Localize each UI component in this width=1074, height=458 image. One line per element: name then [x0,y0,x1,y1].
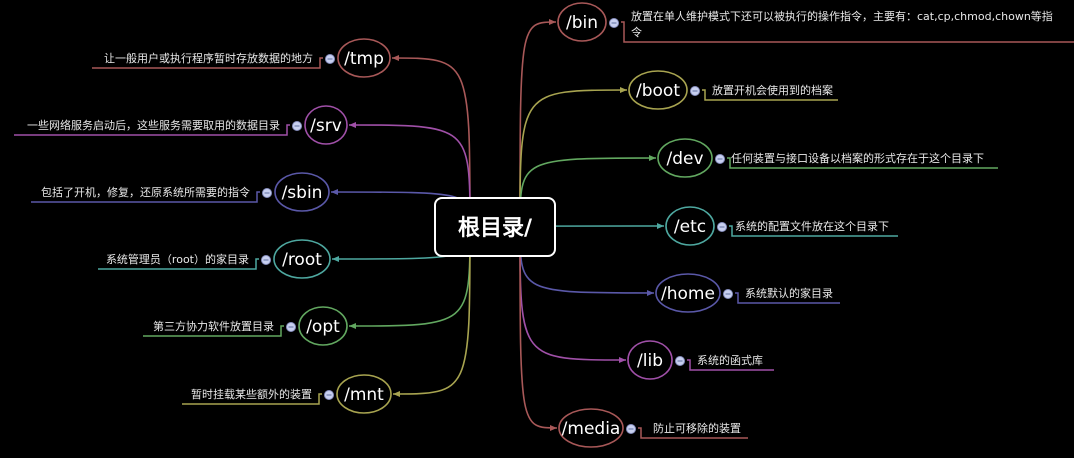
topic-node[interactable] [628,70,688,110]
branch-opt-left[interactable]: /opt 第三方协力软件放置目录 [143,306,348,346]
branch-media-right[interactable]: /media 防止可移除的装置 [558,408,748,448]
topic-node[interactable] [557,2,607,42]
arrow-head-icon [331,189,338,195]
topic-node[interactable] [558,408,624,448]
branch-mnt-left[interactable]: /mnt 暂时挂载某些额外的装置 [182,374,392,414]
branch-lib-right[interactable]: /lib 系统的函式库 [627,340,774,380]
topic-node[interactable] [337,38,391,78]
branch-connector [392,226,471,395]
description-underline [702,89,838,101]
branch-srv-left[interactable]: /srv 一些网络服务启动后，这些服务需要取用的数据目录 [14,105,348,145]
branch-etc-right[interactable]: /etc 系统的配置文件放在这个目录下 [665,206,898,246]
branch-root-left[interactable]: /root 系统管理员（root）的家目录 [98,239,331,279]
central-topic[interactable]: 根目录/ [434,197,556,257]
arrow-head-icon [657,223,664,229]
description-underline [92,57,323,69]
description-text: 任何装置与接口设备以档案的形式存在于这个目录下 [731,151,984,165]
description-text: 包括了开机，修复，还原系统所需要的指令 [41,185,250,199]
topic-label: /srv [310,116,342,136]
description-text: 放置开机会使用到的档案 [712,83,833,97]
description-underline [727,157,998,169]
branch-boot-right[interactable]: /boot 放置开机会使用到的档案 [628,70,838,110]
description-text: 防止可移除的装置 [653,421,741,435]
branch-home-right[interactable]: /home 系统默认的家目录 [655,273,840,313]
branch-connector [519,226,558,429]
branch-connector [519,21,557,228]
description-underline [182,393,322,405]
topic-label: /mnt [344,385,384,405]
arrow-head-icon [393,391,400,397]
description-underline [638,427,748,439]
topic-label: /dev [666,149,703,169]
topic-node[interactable] [273,239,331,279]
branch-nodes: /bin 放置在单人维护模式下还可以被执行的操作指令，主要有：cat,cp,chm… [14,2,1074,448]
description-underline [729,225,898,237]
branch-connector [519,89,628,228]
topic-node[interactable] [655,273,721,313]
topic-label: /home [661,284,715,304]
branch-connector [348,124,471,228]
description-underline [621,21,1074,43]
topic-label: /boot [636,81,680,101]
branch-tmp-left[interactable]: /tmp 让一般用户或执行程序暂时存放数据的地方 [92,38,391,78]
description-text: 令 [631,25,642,39]
arrow-head-icon [550,425,557,431]
arrow-head-icon [649,155,656,161]
description-underline [687,359,774,371]
arrow-head-icon [332,256,339,262]
topic-label: /opt [306,317,340,337]
branch-dev-right[interactable]: /dev 任何装置与接口设备以档案的形式存在于这个目录下 [657,138,998,178]
description-underline [14,124,290,136]
topic-node[interactable] [657,138,713,178]
topic-label: /bin [566,13,598,33]
topic-node[interactable] [665,206,715,246]
central-topic-label: 根目录/ [458,216,533,241]
description-text: 让一般用户或执行程序暂时存放数据的地方 [104,51,313,65]
topic-label: /root [282,250,322,270]
topic-node[interactable] [274,172,330,212]
description-text: 放置在单人维护模式下还可以被执行的操作指令，主要有：cat,cp,chmod,c… [631,9,1053,23]
description-underline [98,258,259,270]
description-text: 系统默认的家目录 [745,286,833,300]
topic-node[interactable] [627,340,673,380]
topic-label: /etc [674,217,706,237]
arrow-head-icon [620,87,627,93]
description-text: 系统的配置文件放在这个目录下 [735,219,889,233]
description-text: 第三方协力软件放置目录 [153,319,274,333]
description-underline [735,292,840,304]
topic-node[interactable] [298,306,348,346]
topic-label: /tmp [344,49,384,69]
arrow-head-icon [349,323,356,329]
description-text: 一些网络服务启动后，这些服务需要取用的数据目录 [27,118,280,132]
description-underline [31,191,260,203]
description-text: 暂时挂载某些额外的装置 [191,387,312,401]
arrow-head-icon [349,122,356,128]
arrow-head-icon [619,357,626,363]
topic-label: /media [562,419,621,439]
branch-bin-right[interactable]: /bin 放置在单人维护模式下还可以被执行的操作指令，主要有：cat,cp,chm… [557,2,1074,43]
description-text: 系统管理员（root）的家目录 [106,252,249,266]
topic-label: /lib [637,351,663,371]
description-underline [143,325,284,337]
description-text: 系统的函式库 [697,353,763,367]
topic-label: /sbin [282,183,323,203]
branch-connector [391,57,471,228]
topic-node[interactable] [336,374,392,414]
arrow-head-icon [647,290,654,296]
arrow-head-icon [392,55,399,61]
arrow-head-icon [549,19,556,25]
topic-node[interactable] [304,105,348,145]
branch-sbin-left[interactable]: /sbin 包括了开机，修复，还原系统所需要的指令 [31,172,330,212]
